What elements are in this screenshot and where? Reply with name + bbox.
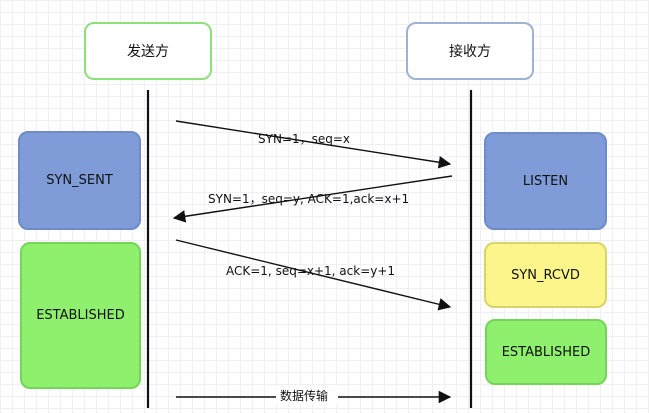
- message-arrow-syn-ack: [172, 175, 453, 223]
- receiver-state-established: ESTABLISHED: [485, 319, 607, 385]
- message-label-syn-ack: SYN=1，seq=y, ACK=1,ack=x+1: [208, 192, 409, 206]
- sender-state-label: ESTABLISHED: [36, 308, 125, 323]
- receiver-box: 接收方: [406, 22, 534, 80]
- receiver-label: 接收方: [449, 44, 491, 60]
- sender-state-label: SYN_SENT: [46, 173, 113, 188]
- receiver-state-label: LISTEN: [522, 173, 569, 189]
- sender-state-syn-sent: SYN_SENT: [18, 131, 141, 230]
- sender-box: 发送方: [84, 22, 212, 80]
- message-arrow-ack: [175, 239, 452, 311]
- message-label-data: 数据传输: [280, 388, 328, 403]
- sender-state-established: ESTABLISHED: [20, 242, 141, 389]
- message-label-syn: SYN=1，seq=x: [258, 132, 350, 146]
- receiver-state-syn-rcvd: SYN_RCVD: [484, 242, 607, 308]
- receiver-state-listen: LISTEN: [484, 132, 607, 230]
- message-label-bg: [276, 386, 338, 404]
- receiver-state-label: ESTABLISHED: [501, 344, 591, 360]
- receiver-state-label: SYN_RCVD: [511, 267, 580, 283]
- message-label-ack: ACK=1, seq=x+1, ack=y+1: [226, 264, 395, 278]
- sender-label: 发送方: [127, 44, 169, 60]
- message-arrow-syn: [175, 120, 452, 169]
